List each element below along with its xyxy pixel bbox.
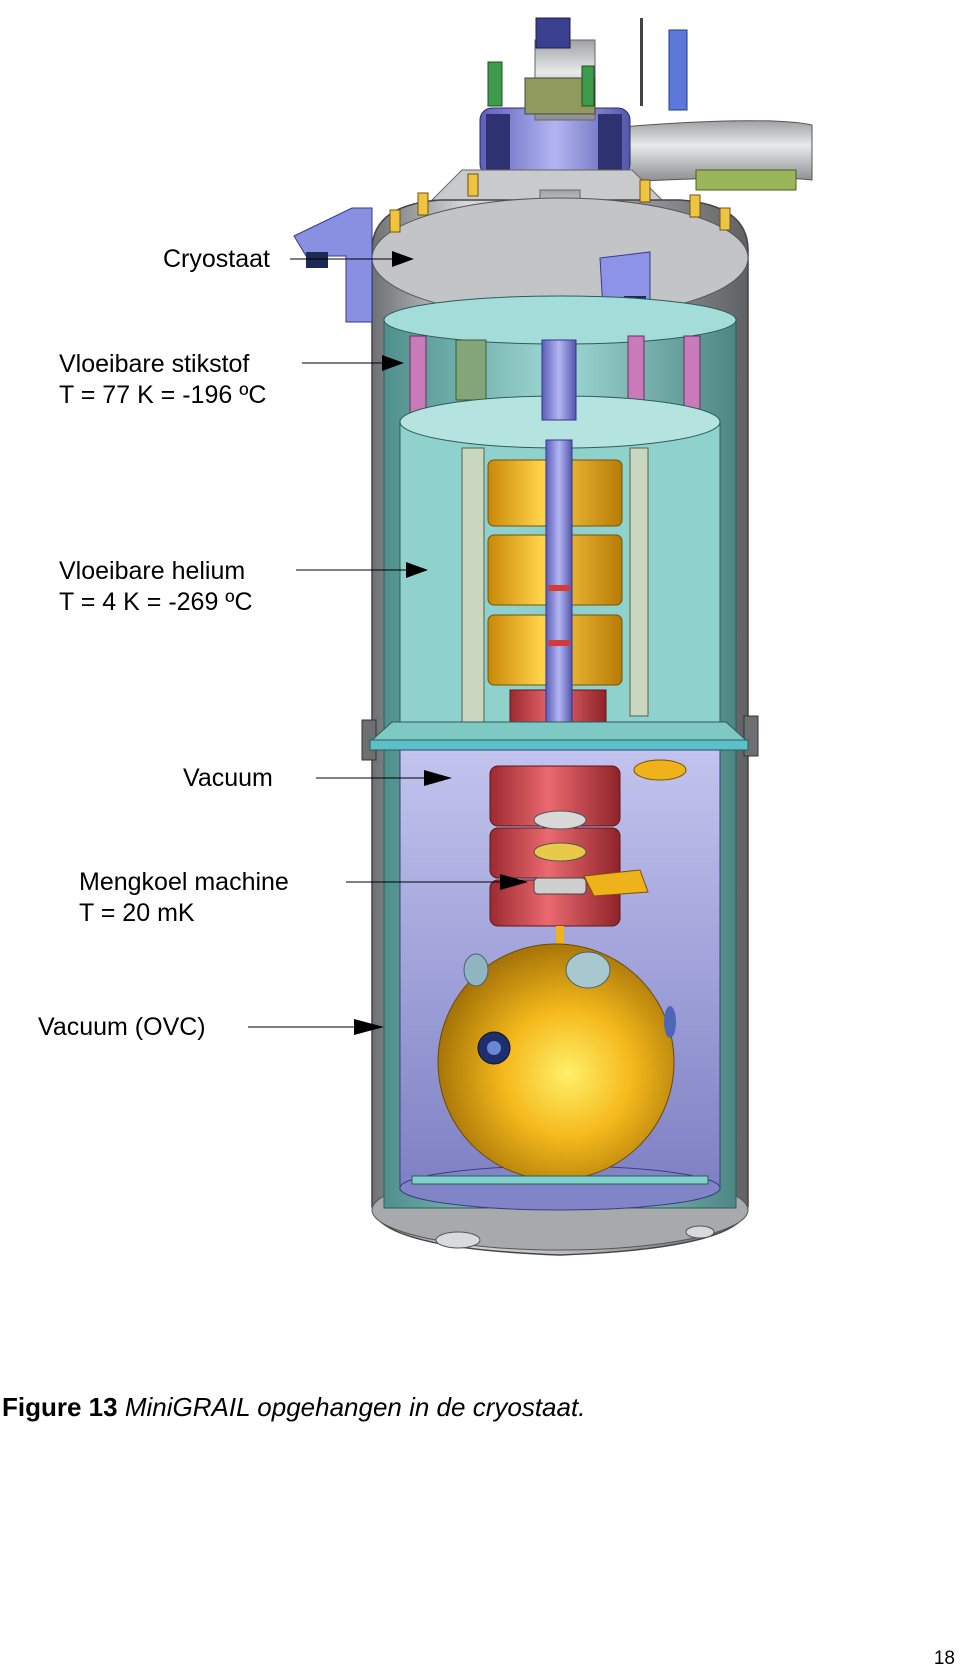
- label-ovc: Vacuum (OVC): [38, 1012, 206, 1043]
- label-mixer-temp: T = 20 mK: [79, 899, 195, 927]
- label-nitrogen: Vloeibare stikstof T = 77 K = -196 ºC: [59, 349, 266, 411]
- label-mixer-name: Mengkoel machine: [79, 868, 289, 896]
- label-helium: Vloeibare helium T = 4 K = -269 ºC: [59, 556, 253, 618]
- label-helium-name: Vloeibare helium: [59, 557, 246, 585]
- pointer-arrows: [248, 251, 528, 1035]
- label-cryostat: Cryostaat: [163, 244, 270, 275]
- arrowhead-nitrogen: [382, 355, 404, 371]
- arrowhead-ovc: [354, 1019, 384, 1035]
- arrowhead-vacuum: [424, 770, 452, 786]
- label-cryostat-text: Cryostaat: [163, 245, 270, 273]
- label-nitrogen-name: Vloeibare stikstof: [59, 350, 250, 378]
- helium-bath: [368, 339, 750, 751]
- figure-caption: Figure 13 MiniGRAIL opgehangen in de cry…: [2, 1392, 585, 1423]
- label-nitrogen-temp: T = 77 K = -196 ºC: [59, 381, 267, 409]
- label-helium-temp: T = 4 K = -269 ºC: [59, 588, 253, 616]
- vacuum-chamber: [399, 749, 721, 1211]
- arrowhead-cryostat: [392, 251, 414, 267]
- arrowhead-mixer: [500, 874, 528, 890]
- top-fittings: [430, 17, 813, 251]
- label-ovc-text: Vacuum (OVC): [38, 1013, 206, 1041]
- figure-caption-text: MiniGRAIL opgehangen in de cryostaat.: [124, 1392, 586, 1422]
- label-vacuum: Vacuum: [183, 763, 273, 794]
- figure-number: Figure 13: [2, 1392, 118, 1422]
- label-vacuum-text: Vacuum: [183, 764, 273, 792]
- arrowhead-helium: [406, 562, 428, 578]
- label-mixer: Mengkoel machine T = 20 mK: [79, 867, 289, 929]
- page-number: 18: [933, 1648, 955, 1669]
